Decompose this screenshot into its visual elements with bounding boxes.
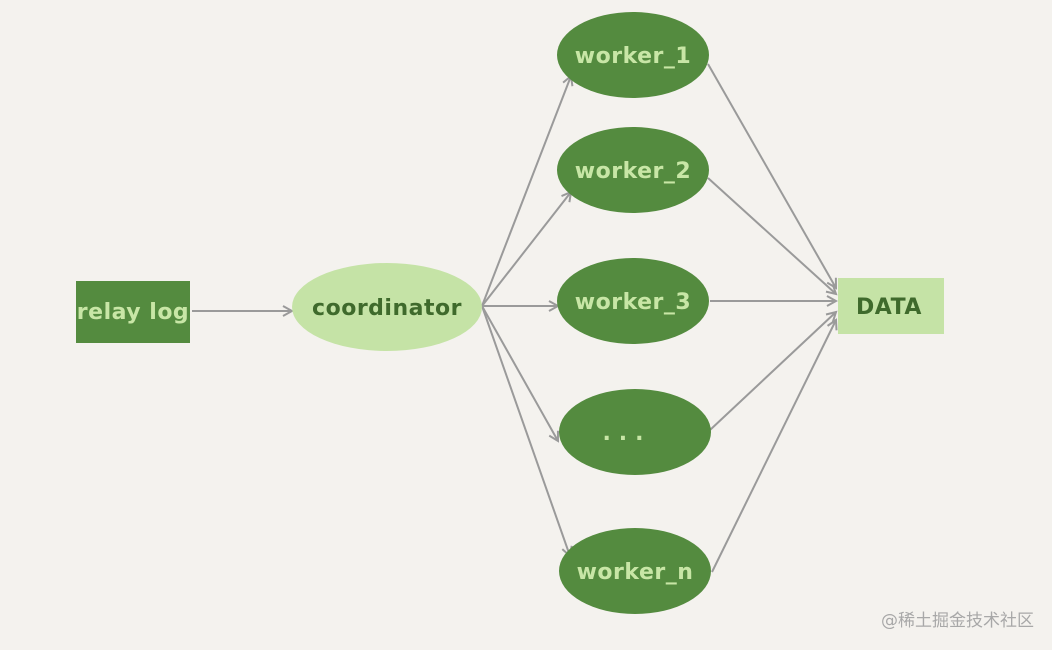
data-box bbox=[838, 278, 944, 334]
worker-1-label: worker_1 bbox=[575, 44, 691, 69]
worker-2-node: worker_2 bbox=[557, 127, 709, 213]
coordinator-ellipse bbox=[292, 263, 482, 351]
worker-2-label: worker_2 bbox=[575, 159, 691, 184]
worker-n-ellipse bbox=[559, 528, 711, 614]
worker-ellipsis-label: ... bbox=[602, 421, 651, 446]
worker-n-node: worker_n bbox=[559, 528, 711, 614]
edge-coordinator-worker-2 bbox=[481, 192, 571, 307]
edges bbox=[192, 63, 836, 573]
worker-1-ellipse bbox=[557, 12, 709, 98]
worker-3-node: worker_3 bbox=[557, 258, 709, 344]
worker-ellipsis-node: ... bbox=[559, 389, 711, 475]
edge-coordinator-worker-n bbox=[481, 305, 570, 556]
coordinator-node: coordinator bbox=[292, 263, 482, 351]
relay-log-node: relay log bbox=[76, 281, 190, 343]
edge-worker-1-data bbox=[707, 63, 836, 288]
worker-3-label: worker_3 bbox=[575, 290, 691, 315]
edge-coordinator-worker-1 bbox=[481, 76, 571, 307]
worker-ellipsis-ellipse bbox=[559, 389, 711, 475]
watermark-text: @稀土掘金技术社区 bbox=[881, 611, 1034, 631]
edge-coordinator-worker-ellipsis bbox=[481, 305, 558, 441]
edge-worker-n-data bbox=[711, 320, 836, 573]
worker-3-ellipse bbox=[557, 258, 709, 344]
worker-2-ellipse bbox=[557, 127, 709, 213]
edge-worker-ellipsis-data bbox=[709, 312, 836, 431]
data-node: DATA bbox=[838, 278, 944, 334]
relay-log-box bbox=[76, 281, 190, 343]
relay-log-label: relay log bbox=[77, 300, 189, 325]
data-label: DATA bbox=[856, 295, 922, 320]
worker-n-label: worker_n bbox=[577, 560, 694, 585]
edge-worker-2-data bbox=[707, 177, 836, 294]
coordinator-label: coordinator bbox=[312, 296, 462, 321]
worker-1-node: worker_1 bbox=[557, 12, 709, 98]
